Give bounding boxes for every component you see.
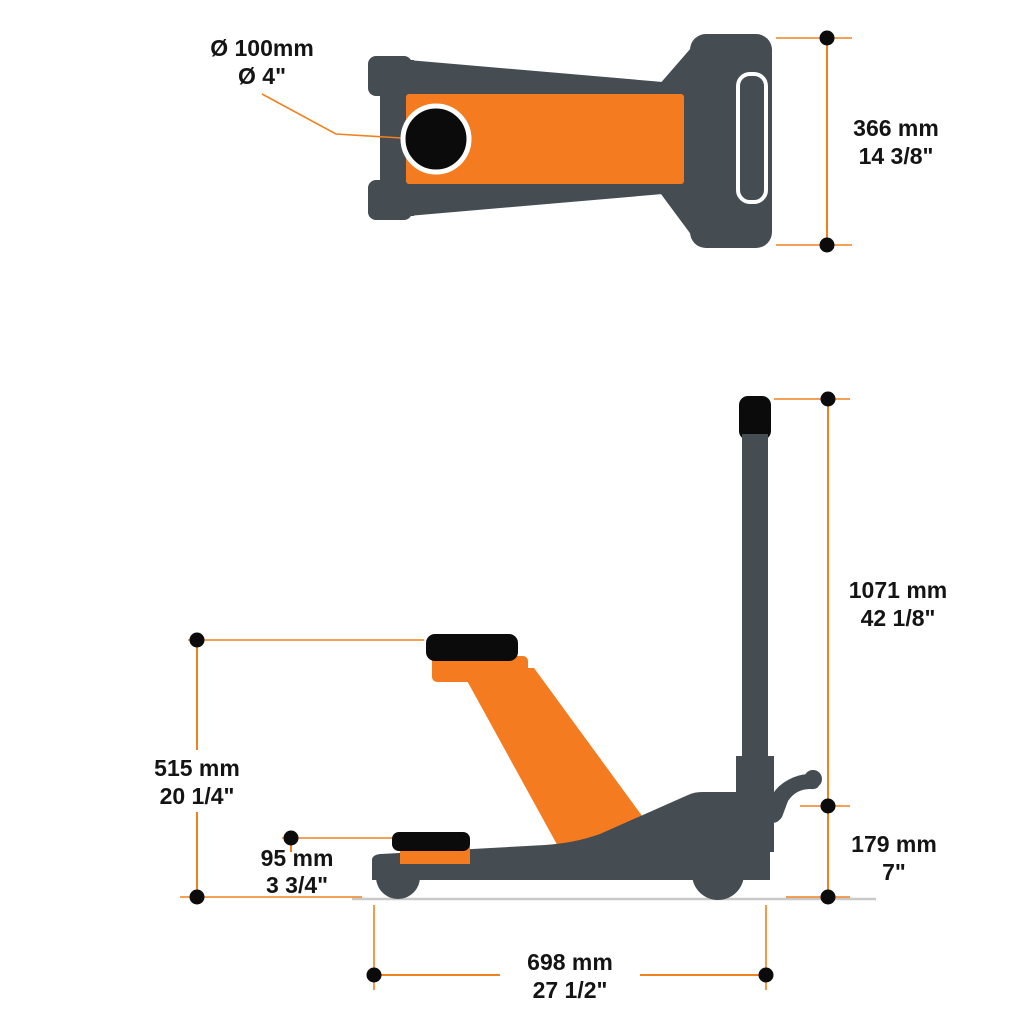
rear-wheel xyxy=(692,848,744,900)
handle-tube-lower xyxy=(736,756,774,852)
top-view-handle-tube xyxy=(736,72,768,204)
foot-pedal xyxy=(766,770,822,823)
handle-grip xyxy=(739,396,771,440)
pedal-lever xyxy=(766,774,820,823)
max-height-dimension: 515 mm 20 1/4" xyxy=(154,632,424,905)
top-view-orange-deck xyxy=(406,94,684,184)
handle-height-label-mm: 1071 mm xyxy=(849,577,947,603)
min-height-dimension: 95 mm 3 3/4" xyxy=(261,830,392,898)
dimension-dot xyxy=(819,30,835,46)
raised-saddle-pad xyxy=(426,634,518,661)
dimension-dot xyxy=(758,967,774,983)
side-view: 1071 mm 42 1/8" 179 mm 7" 515 mm 20 1/4"… xyxy=(154,391,947,1003)
min-height-label-mm: 95 mm xyxy=(261,845,334,871)
saddle-diameter-label-mm: Ø 100mm xyxy=(210,35,314,61)
handle-height-label-in: 42 1/8" xyxy=(861,605,936,631)
top-view: Ø 100mm Ø 4" 366 mm 14 3/8" xyxy=(210,30,939,253)
lowered-saddle-pad xyxy=(392,832,470,851)
dimension-dot xyxy=(189,632,205,648)
lift-arm-beam xyxy=(460,668,648,850)
max-height-label-in: 20 1/4" xyxy=(160,783,235,809)
chassis-side xyxy=(372,792,770,880)
saddle-circle xyxy=(400,103,472,175)
lift-arm xyxy=(432,656,648,850)
rear-height-label-mm: 179 mm xyxy=(851,831,937,857)
pedal-tip xyxy=(804,770,822,788)
width-label-mm: 366 mm xyxy=(853,115,939,141)
length-dimension: 698 mm 27 1/2" xyxy=(366,905,774,1003)
length-label-mm: 698 mm xyxy=(527,949,613,975)
handle-tube-upper xyxy=(742,434,768,764)
dimension-dot xyxy=(366,967,382,983)
lift-arm-head xyxy=(432,656,528,682)
top-view-width-dimension: 366 mm 14 3/8" xyxy=(776,30,939,253)
rear-height-label-in: 7" xyxy=(882,859,906,885)
dimension-dot xyxy=(283,830,299,846)
width-label-in: 14 3/8" xyxy=(859,143,934,169)
handle xyxy=(736,396,774,852)
right-dimensions: 1071 mm 42 1/8" 179 mm 7" xyxy=(774,391,947,905)
dimension-dot xyxy=(819,237,835,253)
length-label-in: 27 1/2" xyxy=(533,977,608,1003)
saddle-diameter-label-in: Ø 4" xyxy=(238,63,286,89)
saddle-leader-line xyxy=(261,93,419,140)
min-height-label-in: 3 3/4" xyxy=(266,872,328,898)
dimension-dot xyxy=(189,889,205,905)
max-height-label-mm: 515 mm xyxy=(154,755,240,781)
front-wheel xyxy=(376,855,420,899)
dimension-dot xyxy=(820,391,836,407)
dimension-dot xyxy=(820,798,836,814)
dimension-dot xyxy=(820,889,836,905)
